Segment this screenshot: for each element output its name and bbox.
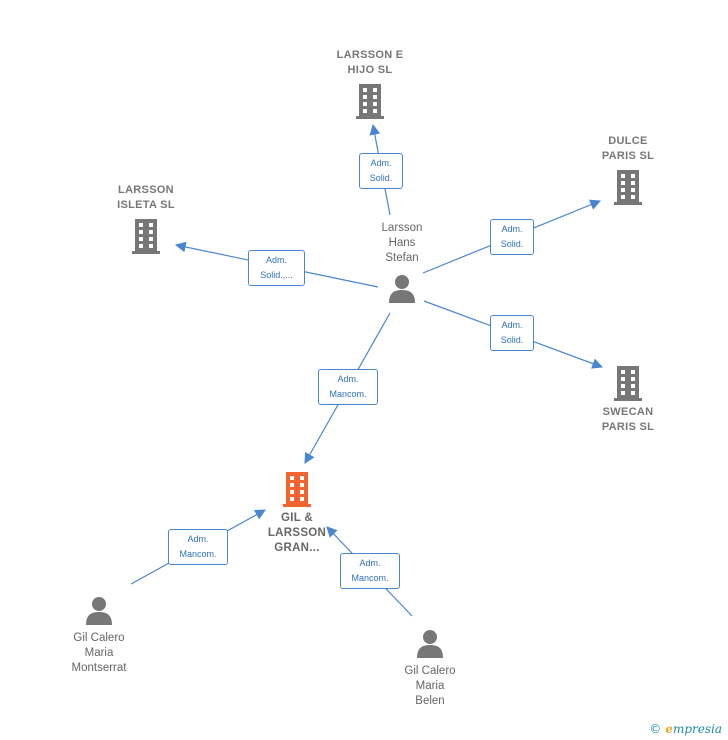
- node-larsson-hans-stefan[interactable]: Larsson Hans Stefan: [352, 221, 452, 304]
- node-label: Larsson Hans Stefan: [381, 222, 423, 264]
- node-label: GIL & LARSSON GRAN...: [267, 512, 327, 554]
- edge-label-e6[interactable]: Adm. Mancom.: [168, 529, 228, 565]
- node-label: DULCE PARIS SL: [601, 135, 655, 162]
- node-larsson-e-hijo[interactable]: LARSSON E HIJO SL: [320, 48, 420, 120]
- building-icon: [132, 219, 160, 254]
- building-icon: [614, 170, 642, 205]
- edge-label-e3[interactable]: Adm. Solid.,...: [248, 250, 305, 286]
- node-label: Gil Calero Maria Montserrat: [71, 632, 127, 674]
- node-swecan-paris[interactable]: SWECAN PARIS SL: [578, 364, 678, 435]
- building-icon: [356, 84, 384, 119]
- node-gil-calero-maria-belen[interactable]: Gil Calero Maria Belen: [380, 629, 480, 709]
- edge-label-e4[interactable]: Adm. Solid.: [490, 315, 534, 351]
- node-label: LARSSON E HIJO SL: [336, 49, 404, 76]
- edge-label-e2[interactable]: Adm. Solid.: [490, 219, 534, 255]
- node-larsson-isleta[interactable]: LARSSON ISLETA SL: [96, 183, 196, 255]
- edge-label-e5[interactable]: Adm. Mancom.: [318, 369, 378, 405]
- node-gil-calero-maria-montserrat[interactable]: Gil Calero Maria Montserrat: [49, 596, 149, 676]
- building-icon: [614, 366, 642, 401]
- node-dulce-paris[interactable]: DULCE PARIS SL: [578, 134, 678, 206]
- person-icon: [389, 275, 415, 303]
- node-gil-larsson[interactable]: GIL & LARSSON GRAN...: [247, 470, 347, 556]
- node-label: SWECAN PARIS SL: [601, 406, 655, 433]
- empresia-watermark[interactable]: ©empresia: [649, 722, 722, 736]
- edge-label-e1[interactable]: Adm. Solid.: [359, 153, 403, 189]
- copyright-symbol: ©: [649, 722, 662, 736]
- node-label: Gil Calero Maria Belen: [404, 665, 456, 707]
- building-icon: [283, 472, 311, 507]
- person-icon: [86, 597, 112, 625]
- person-icon: [417, 630, 443, 658]
- edge-label-e7[interactable]: Adm. Mancom.: [340, 553, 400, 589]
- node-label: LARSSON ISLETA SL: [117, 184, 175, 211]
- brand-name: mpresia: [672, 722, 722, 736]
- brand-initial: e: [665, 722, 673, 736]
